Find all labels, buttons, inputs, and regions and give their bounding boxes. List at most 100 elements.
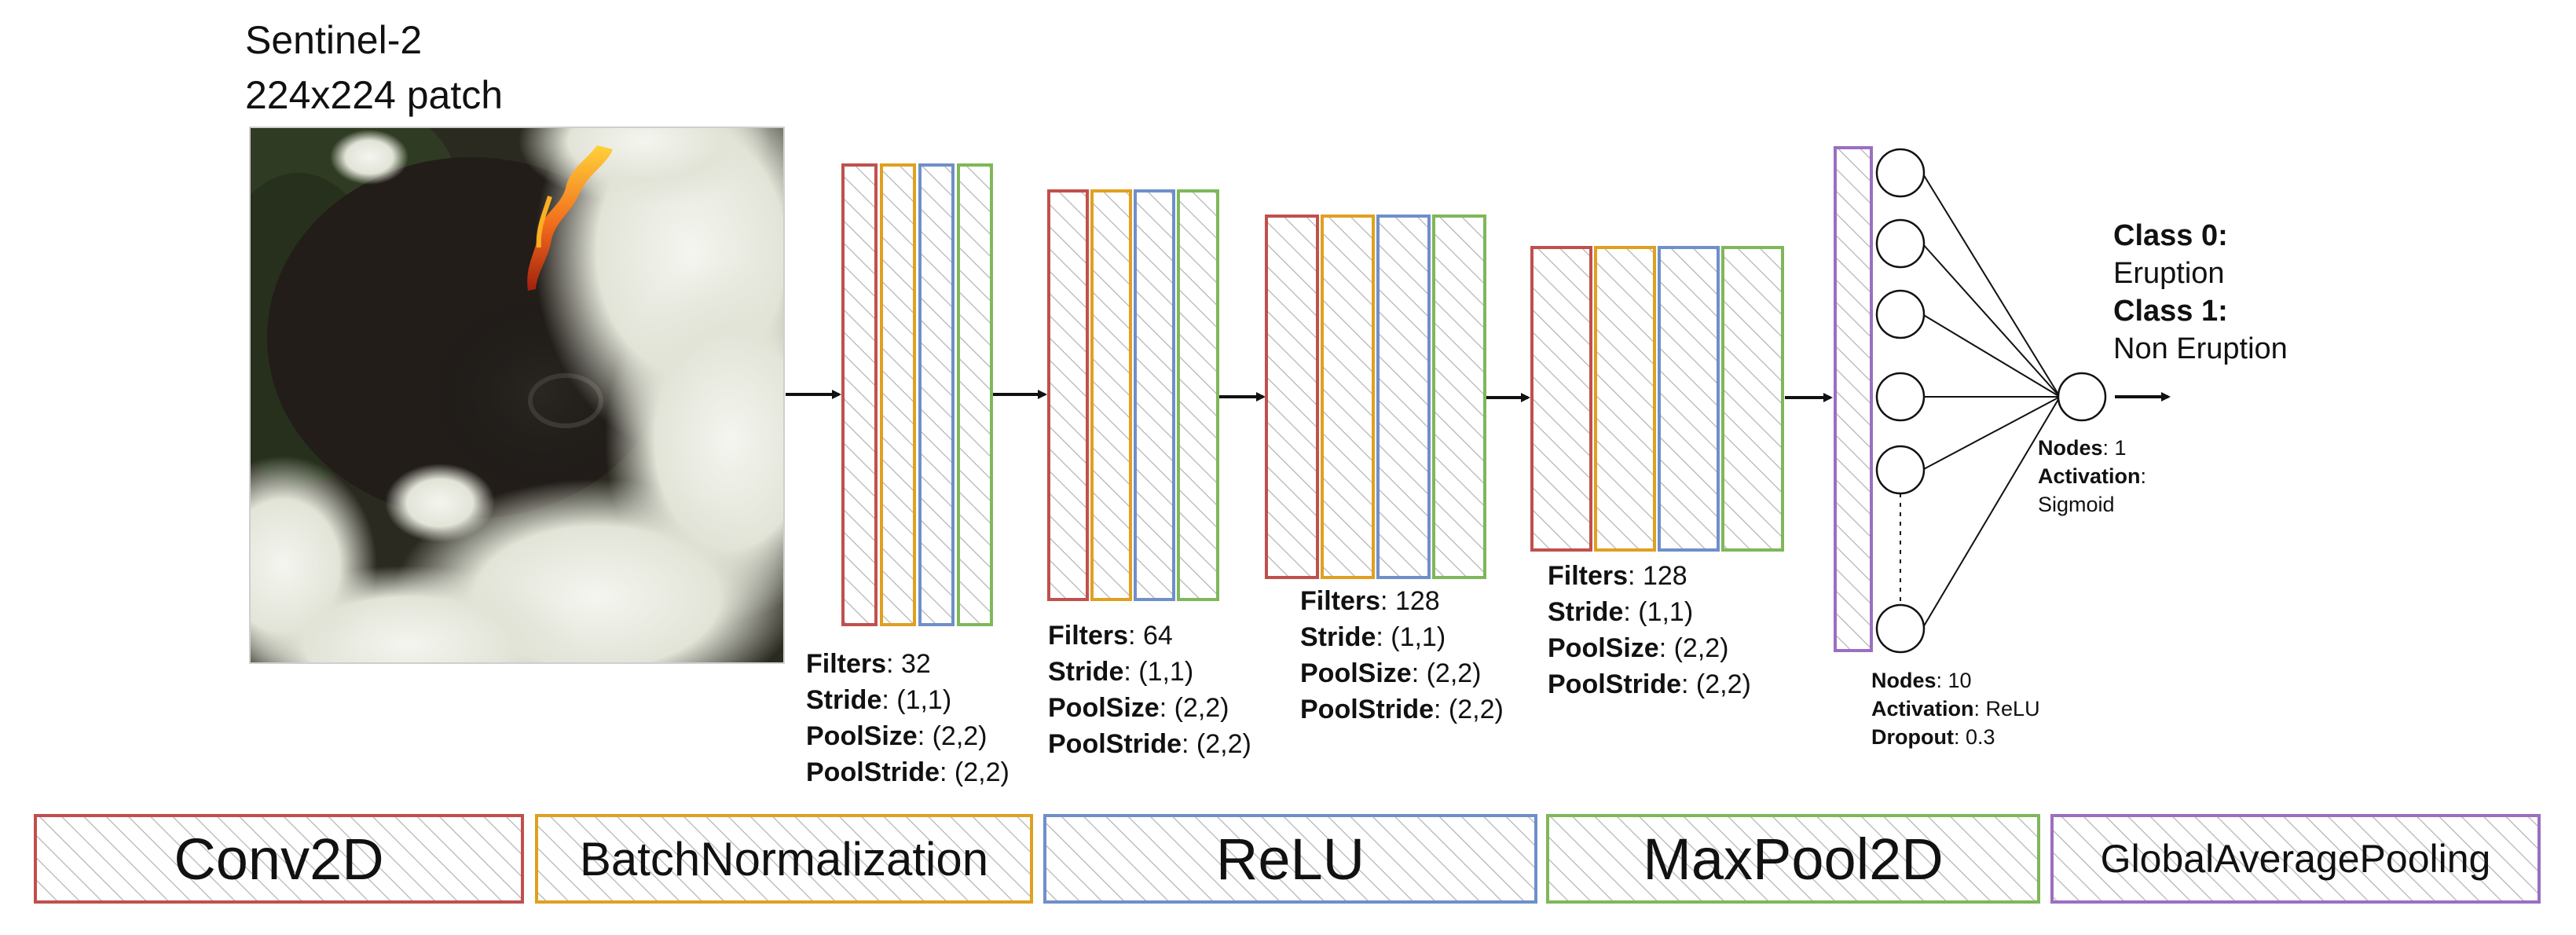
block3-maxpool-layer (1432, 214, 1486, 579)
block1-batchnorm-layer (880, 163, 916, 626)
stride-label: Stride (1048, 657, 1124, 687)
filters-label: Filters (1548, 561, 1629, 591)
filters-value: : 128 (1380, 586, 1440, 616)
poolsize-value: : (2,2) (917, 721, 988, 751)
output-node (2057, 372, 2107, 422)
satellite-patch-image (250, 127, 784, 663)
legend-conv2d-swatch (34, 814, 524, 904)
dense-node (1875, 445, 1926, 495)
class1-label: Class 1: (2113, 295, 2228, 328)
dropout-value: : 0.3 (1953, 725, 1995, 749)
legend-batchnorm-swatch (535, 814, 1033, 904)
block1-maxpool-layer (957, 163, 993, 626)
poolstride-label: PoolStride (806, 757, 940, 787)
filters-value: : 32 (886, 649, 931, 679)
block4-batchnorm-layer (1594, 246, 1656, 552)
block3-params: Filters: 128 Stride: (1,1) PoolSize: (2,… (1300, 583, 1504, 728)
class1-value: Non Eruption (2113, 332, 2288, 365)
dense-node (1875, 372, 1926, 422)
nodes-value: : 1 (2102, 436, 2127, 460)
class0-label: Class 0: (2113, 219, 2228, 252)
block2-relu-layer (1134, 189, 1175, 601)
block3-batchnorm-layer (1321, 214, 1375, 579)
poolsize-value: : (2,2) (1658, 633, 1729, 663)
legend-maxpool-label: MaxPool2D (1643, 826, 1944, 892)
stride-value: : (1,1) (881, 685, 952, 715)
poolstride-label: PoolStride (1048, 729, 1182, 759)
block4-maxpool-layer (1721, 246, 1784, 552)
poolsize-label: PoolSize (1300, 658, 1412, 688)
block2-batchnorm-layer (1090, 189, 1132, 601)
activation-value: : ReLU (1973, 697, 2040, 720)
poolsize-label: PoolSize (806, 721, 918, 751)
activation-value: Sigmoid (2038, 493, 2115, 516)
activation-colon: : (2140, 464, 2147, 488)
legend-maxpool-swatch (1546, 814, 2040, 904)
filters-label: Filters (806, 649, 887, 679)
stride-label: Stride (1300, 622, 1376, 652)
filters-label: Filters (1048, 621, 1129, 651)
legend-gap-swatch (2050, 814, 2541, 904)
activation-label: Activation (1871, 697, 1974, 720)
output-layer-params: Nodes: 1 Activation: Sigmoid (2038, 434, 2146, 519)
block2-params: Filters: 64 Stride: (1,1) PoolSize: (2,2… (1048, 618, 1251, 762)
class0-value: Eruption (2113, 257, 2225, 290)
stride-label: Stride (806, 685, 882, 715)
stride-value: : (1,1) (1123, 657, 1194, 687)
activation-label: Activation (2038, 464, 2141, 488)
dense-node (1875, 603, 1926, 654)
dense-connections (1922, 172, 2061, 629)
dense-node (1875, 289, 1926, 339)
input-title-line1: Sentinel-2 (245, 18, 423, 62)
legend-relu-swatch (1043, 814, 1537, 904)
poolstride-label: PoolStride (1548, 669, 1682, 699)
legend-relu-label: ReLU (1215, 826, 1365, 892)
nodes-label: Nodes (2038, 436, 2103, 460)
dense-layer-nodes (1875, 148, 1926, 654)
conv-block-4 (1530, 246, 1784, 552)
filters-value: : 64 (1128, 621, 1173, 651)
poolstride-label: PoolStride (1300, 695, 1435, 724)
poolsize-label: PoolSize (1548, 633, 1659, 663)
block2-conv2d-layer (1047, 189, 1089, 601)
block3-conv2d-layer (1265, 214, 1319, 579)
legend-conv2d-label: Conv2D (174, 826, 384, 892)
poolsize-value: : (2,2) (1411, 658, 1482, 688)
block3-relu-layer (1376, 214, 1431, 579)
dropout-label: Dropout (1871, 725, 1954, 749)
filters-value: : 128 (1628, 561, 1687, 591)
poolstride-value: : (2,2) (1182, 729, 1251, 759)
block1-conv2d-layer (841, 163, 878, 626)
conv-block-2 (1047, 189, 1219, 601)
dense-layer-params: Nodes: 10 Activation: ReLU Dropout: 0.3 (1871, 666, 2040, 751)
block2-maxpool-layer (1177, 189, 1219, 601)
poolstride-value: : (2,2) (1434, 695, 1504, 724)
dense-node (1875, 148, 1926, 198)
filters-label: Filters (1300, 586, 1381, 616)
block4-relu-layer (1658, 246, 1720, 552)
stride-value: : (1,1) (1623, 597, 1694, 627)
stride-value: : (1,1) (1376, 622, 1446, 652)
stride-label: Stride (1548, 597, 1624, 627)
nodes-label: Nodes (1871, 669, 1937, 692)
poolstride-value: : (2,2) (940, 757, 1010, 787)
dense-node (1875, 218, 1926, 269)
block4-conv2d-layer (1530, 246, 1592, 552)
nodes-value: : 10 (1936, 669, 1972, 692)
poolsize-label: PoolSize (1048, 693, 1160, 723)
legend-gap-label: GlobalAveragePooling (2100, 837, 2491, 881)
poolstride-value: : (2,2) (1681, 669, 1751, 699)
conv-block-3 (1265, 214, 1486, 579)
input-title-line2: 224x224 patch (245, 73, 504, 117)
block4-params: Filters: 128 Stride: (1,1) PoolSize: (2,… (1548, 558, 1751, 702)
block1-relu-layer (918, 163, 955, 626)
block1-params: Filters: 32 Stride: (1,1) PoolSize: (2,2… (806, 646, 1010, 790)
legend-batchnorm-label: BatchNormalization (579, 832, 989, 886)
conv-block-1 (841, 163, 993, 626)
global-average-pooling-layer (1834, 146, 1873, 652)
satellite-patch-border (249, 126, 785, 664)
poolsize-value: : (2,2) (1159, 693, 1229, 723)
output-classes: Class 0: Eruption Class 1: Non Eruption (2113, 217, 2288, 368)
